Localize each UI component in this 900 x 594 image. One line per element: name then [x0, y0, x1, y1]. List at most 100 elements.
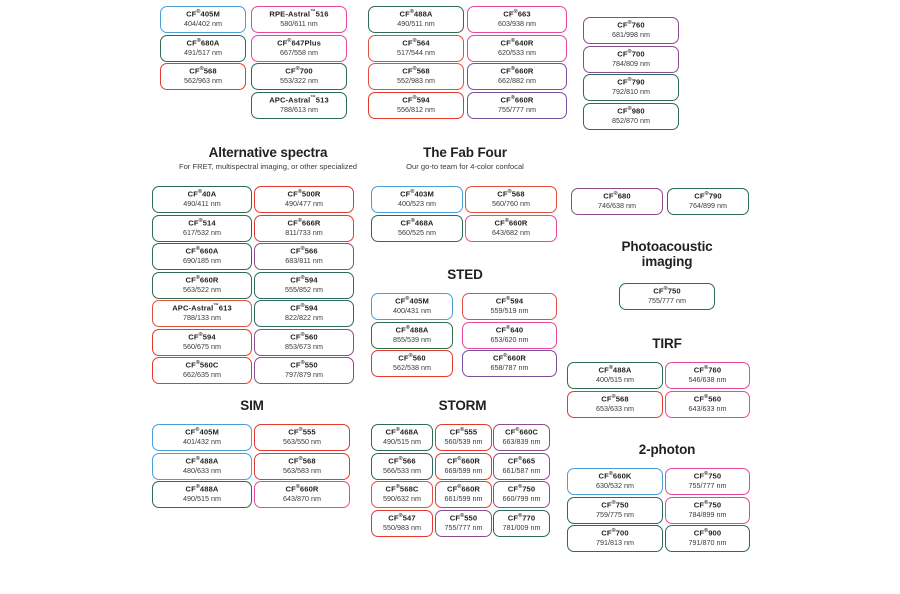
dye-number: 514	[202, 218, 216, 228]
trademark-icon: ™	[310, 9, 316, 16]
dye-number: 40A	[202, 189, 217, 199]
dye-name: CF®468A	[401, 218, 434, 228]
dye-name: CF®560C	[186, 360, 219, 370]
dye-number: 513	[315, 95, 329, 105]
dye-name-base: CF	[693, 528, 705, 538]
dye-name-base: CF	[187, 189, 198, 199]
dye-name: APC-Astral™513	[269, 95, 329, 105]
dye-name: CF®568	[601, 394, 628, 404]
dye-name: CF®566	[290, 246, 317, 256]
dye-name: CF®488A	[396, 325, 429, 335]
dye-name-base: CF	[693, 394, 705, 404]
dye-number: 560	[708, 394, 722, 404]
section-title-sim: SIM	[240, 398, 264, 413]
dye-wavelengths: 784/899 nm	[688, 509, 727, 519]
dye-wavelengths: 852/870 nm	[612, 115, 650, 125]
dye-name: CF®568	[402, 66, 429, 76]
dye-name: CF®640R	[501, 38, 534, 48]
dye-name: CF®560	[398, 353, 425, 363]
dye-number: 900	[708, 528, 722, 538]
dye-name-base: CF	[185, 246, 196, 256]
dye-wavelengths: 490/411 nm	[183, 199, 221, 209]
dye-name: CF®640	[496, 325, 523, 335]
trademark-icon: ®	[298, 427, 303, 434]
dye-wavelengths: 490/511 nm	[397, 19, 435, 29]
